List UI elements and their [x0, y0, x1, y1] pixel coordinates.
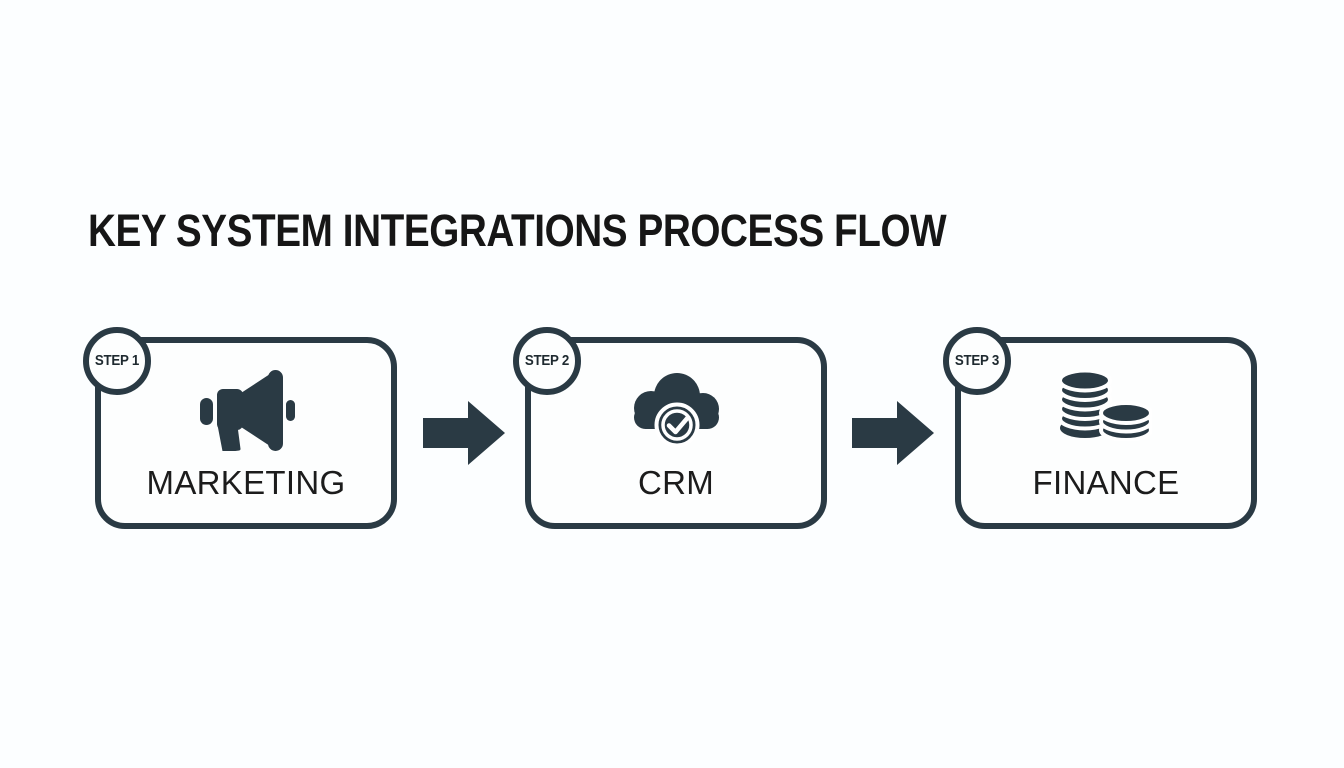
step-3-badge-label: STEP 3: [954, 353, 1000, 369]
step-3-label: FINANCE: [1032, 464, 1180, 501]
step-card-crm: STEP 2 CRM: [513, 327, 827, 529]
arrow-right-icon: [423, 401, 505, 465]
coins-icon: [961, 370, 1251, 441]
arrow-right-icon: [852, 401, 934, 465]
step-2-badge: STEP 2: [513, 327, 581, 395]
step-card-marketing: STEP 1 MARKETING: [83, 327, 397, 529]
step-1-badge-label: STEP 1: [94, 353, 140, 369]
step-3-badge: STEP 3: [943, 327, 1011, 395]
diagram-title: KEY SYSTEM INTEGRATIONS PROCESS FLOW: [88, 206, 1086, 256]
step-1-label: MARKETING: [146, 464, 346, 501]
megaphone-icon: [101, 370, 391, 451]
step-card-finance: STEP 3 FINANCE: [943, 327, 1257, 529]
cloud-check-icon: [531, 370, 821, 448]
step-2-label: CRM: [637, 464, 715, 501]
step-1-badge: STEP 1: [83, 327, 151, 395]
step-2-badge-label: STEP 2: [524, 353, 570, 369]
diagram-title-text: KEY SYSTEM INTEGRATIONS PROCESS FLOW: [88, 205, 947, 257]
